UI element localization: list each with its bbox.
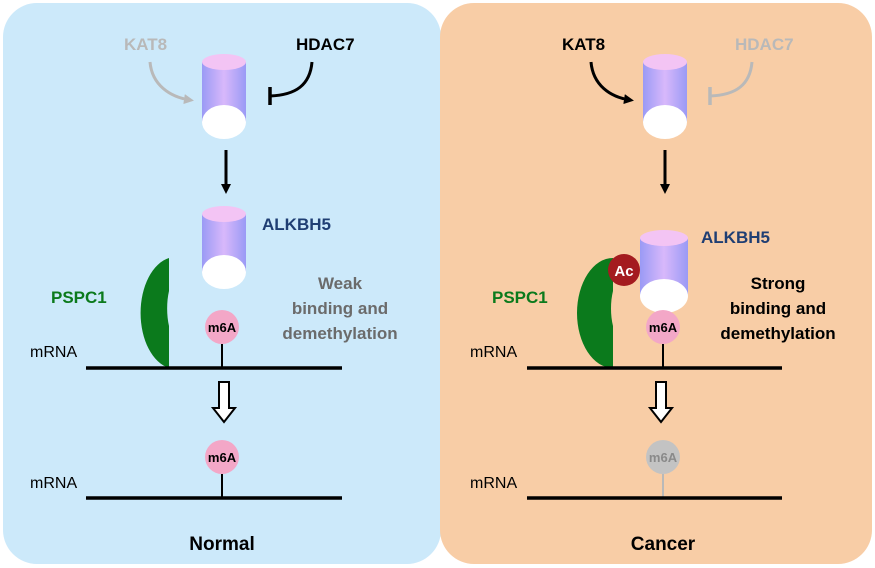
normal-description: Weak binding and demethylation	[282, 274, 397, 343]
normal-pspc1-shape	[140, 258, 169, 368]
normal-m6a-bottom-circle	[205, 440, 239, 474]
normal-mrna-top-label: mRNA	[30, 344, 77, 361]
svg-text:demethylation: demethylation	[720, 324, 835, 343]
svg-text:binding and: binding and	[730, 299, 826, 318]
cancer-alkbh5-cylinder	[640, 230, 688, 313]
cancer-pspc1-label: PSPC1	[492, 288, 548, 307]
normal-pspc1-label: PSPC1	[51, 288, 107, 307]
normal-kat8-activation-arrow	[148, 61, 194, 105]
normal-alkbh5-label: ALKBH5	[262, 215, 331, 234]
normal-panel: KAT8 HDAC7 ALKBH5 PSPC1 m6A Weak	[3, 3, 441, 564]
cancer-m6a-top-label: m6A	[649, 320, 678, 335]
normal-alkbh5-cylinder	[202, 206, 246, 289]
cancer-ac-circle	[608, 254, 640, 286]
cancer-kat8-activation-arrow	[589, 61, 634, 105]
cancer-m6a-bottom-label: m6A	[649, 450, 678, 465]
svg-text:Strong: Strong	[751, 274, 806, 293]
cancer-mrna-top-label: mRNA	[470, 344, 517, 361]
cancer-m6a-bottom-circle	[646, 440, 680, 474]
cancer-hdac7-inhibition-arrow	[709, 61, 754, 98]
svg-text:binding and: binding and	[292, 299, 388, 318]
normal-hdac7-inhibition-arrow	[269, 61, 314, 98]
normal-m6a-top-label: m6A	[208, 320, 237, 335]
cancer-alkbh5-label: ALKBH5	[701, 228, 770, 247]
normal-top-cylinder	[202, 54, 246, 139]
normal-mrna-bottom-label: mRNA	[30, 475, 77, 492]
cancer-mrna-bottom-label: mRNA	[470, 475, 517, 492]
cancer-kat8-label: KAT8	[562, 35, 605, 54]
normal-m6a-bottom-label: m6A	[208, 450, 237, 465]
normal-kat8-label: KAT8	[124, 35, 167, 54]
svg-text:demethylation: demethylation	[282, 324, 397, 343]
cancer-ac-label: Ac	[614, 263, 633, 280]
cancer-hollow-down-arrow	[647, 381, 675, 424]
cancer-hdac7-label: HDAC7	[735, 35, 794, 54]
cancer-top-cylinder	[643, 54, 687, 139]
cancer-description: Strong binding and demethylation	[720, 274, 835, 343]
cancer-title: Cancer	[631, 534, 696, 555]
cancer-panel: KAT8 HDAC7 ALKBH5 PSPC1 Ac m6A	[440, 3, 872, 564]
normal-title: Normal	[189, 534, 254, 555]
svg-text:Weak: Weak	[318, 274, 363, 293]
normal-hollow-down-arrow	[210, 381, 238, 424]
normal-hdac7-label: HDAC7	[296, 35, 355, 54]
cancer-pspc1-shape	[577, 258, 613, 368]
normal-m6a-top-circle	[205, 310, 239, 344]
cancer-m6a-top-circle	[646, 310, 680, 344]
